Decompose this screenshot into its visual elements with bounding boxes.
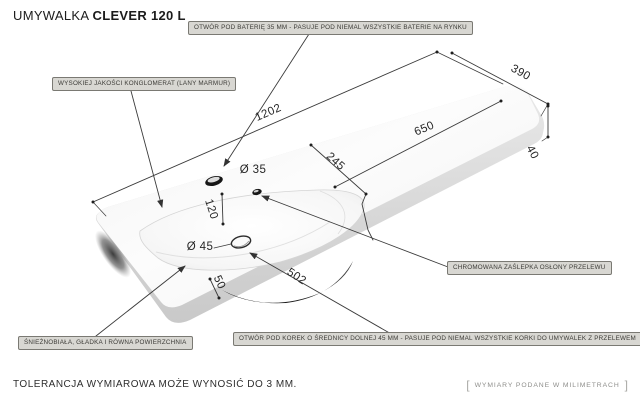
leader-overflow-callout [261, 195, 449, 268]
basin-left-shadow [94, 230, 132, 278]
callout-material: WYSOKIEJ JAKOŚCI KONGLOMERAT (LANY MARMU… [52, 77, 237, 92]
dim-thickness-label: 40 [524, 144, 541, 162]
dim-faucet-to-bowl-label: 120 [202, 198, 220, 221]
leader-drain-callout [249, 252, 394, 336]
dimension-lines [92, 33, 549, 337]
units-bracket-left: [ [466, 378, 470, 392]
dim-total-length-line [92, 51, 438, 203]
callout-drain-hole: OTWÓR POD KOREK O ŚREDNICY DOLNEJ 45 MM … [233, 332, 640, 347]
dim-right-section-line [334, 100, 502, 188]
basin-render [94, 85, 545, 323]
bowl-bottom-curve [155, 221, 331, 259]
tolerance-note: TOLERANCJA WYMIAROWA MOŻE WYNOSIĆ DO 3 M… [13, 379, 297, 390]
bowl-right-ridge [319, 190, 346, 235]
callout-surface: ŚNIEŻNOBIAŁA, GŁADKA I RÓWNA POWIERZCHNI… [18, 336, 193, 351]
dim-drain-hole-diameter-label: Ø 45 [187, 241, 214, 253]
callout-overflow-cap: CHROMOWANA ZAŚLEPKA OSŁONY PRZELEWU [447, 261, 612, 276]
leader-surface-callout [95, 265, 186, 337]
dim-faucet-hole-diameter-label: Ø 35 [240, 164, 267, 176]
dim-total-length-ext-right [436, 51, 504, 85]
dim-bowl-to-front-label: 50 [211, 274, 228, 291]
drain-hole [230, 235, 252, 249]
dim-faucet-to-bowl-line [221, 193, 224, 225]
faucet-hole [205, 175, 223, 187]
leader-faucet-callout [223, 33, 310, 167]
dimension-endpoints [91, 50, 550, 300]
page-title: UMYWALKA CLEVER 120 L [13, 8, 186, 23]
leader-drain-diameter [213, 243, 232, 249]
leader-material-callout [130, 90, 164, 208]
product-type: UMYWALKA [13, 8, 89, 23]
dim-bowl-front-to-back-line [310, 144, 374, 241]
units-note-text: WYMIARY PODANE W MILIMETRACH [474, 381, 620, 389]
dim-depth-line [451, 52, 549, 105]
overflow-hole [252, 188, 262, 196]
dim-bowl-to-front-line [209, 278, 220, 299]
units-note: [ WYMIARY PODANE W MILIMETRACH ] [466, 378, 628, 392]
product-model: CLEVER 120 L [92, 8, 186, 23]
bowl-recess [139, 189, 365, 271]
dim-depth-label: 390 [509, 63, 533, 83]
callout-faucet-hole: OTWÓR POD BATERIĘ 35 MM - PASUJE POD NIE… [188, 21, 473, 36]
dim-total-length-ext-left [92, 201, 107, 217]
units-bracket-right: ] [624, 378, 628, 392]
